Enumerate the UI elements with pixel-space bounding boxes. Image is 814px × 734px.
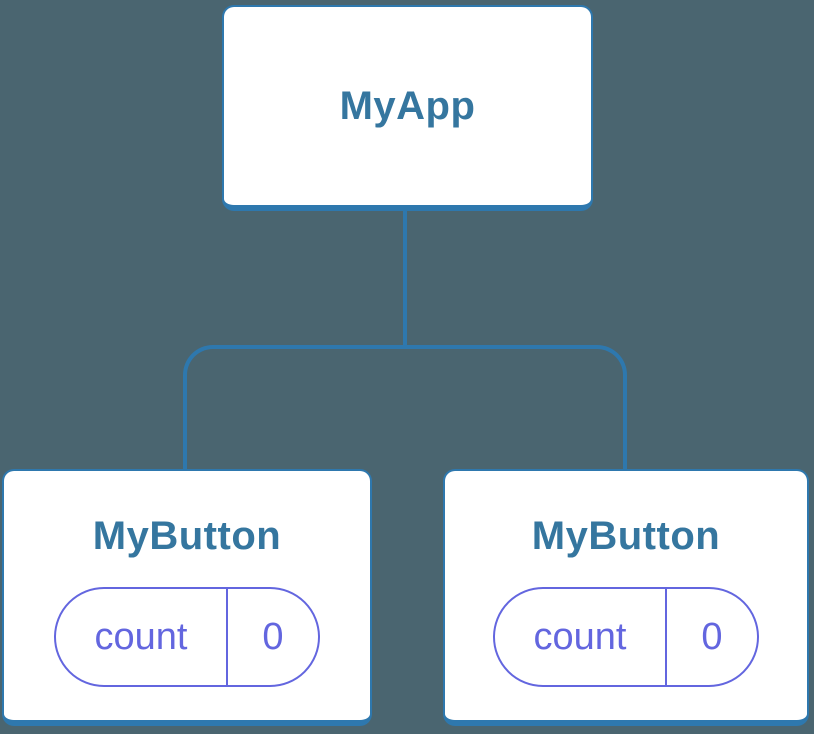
- component-label-mybutton-left: MyButton: [92, 514, 282, 558]
- node-mybutton-right: MyButton count 0: [443, 469, 809, 726]
- node-myapp: MyApp: [222, 5, 593, 211]
- connector-stem: [403, 211, 407, 349]
- state-value-right: 0: [701, 615, 723, 658]
- state-key-right: count: [495, 589, 667, 685]
- state-value-left: 0: [262, 615, 284, 658]
- state-key-left: count: [56, 589, 228, 685]
- state-pill-left: count 0: [54, 587, 320, 687]
- state-pill-right: count 0: [493, 587, 759, 687]
- node-mybutton-left: MyButton count 0: [2, 469, 372, 726]
- component-label-mybutton-right: MyButton: [531, 514, 721, 558]
- component-label-myapp: MyApp: [339, 83, 476, 128]
- connector-branch: [183, 345, 627, 469]
